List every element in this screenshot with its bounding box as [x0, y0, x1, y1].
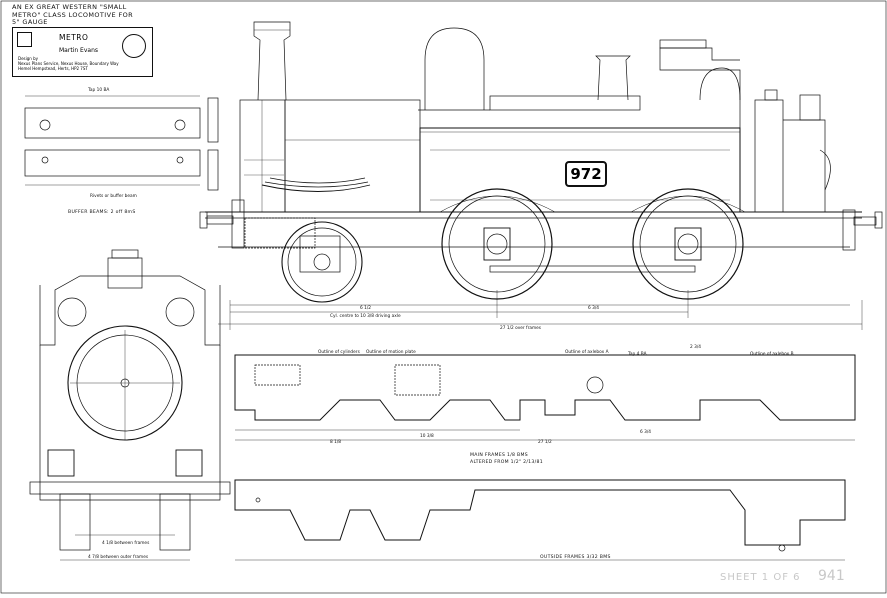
- side-elevation: [199, 21, 883, 330]
- outside-frames-caption: OUTSIDE FRAMES 3/32 BMS: [540, 555, 611, 560]
- altered-note: ALTERED FROM 1/2" 2/13/81: [470, 460, 543, 465]
- cyl-centre-dim: Cyl. centre to 10 3/8 driving axle: [330, 314, 401, 319]
- stamp-circle-icon: [122, 34, 146, 58]
- front-elevation: [29, 249, 231, 561]
- model-name: METRO: [59, 33, 89, 42]
- buffer-beams-caption: BUFFER BEAMS: 2 off 8mS: [68, 210, 136, 215]
- buffer-beam-drawing: [24, 95, 219, 191]
- dim-frame-c: 8 1/8: [330, 440, 342, 445]
- main-frames-drawing: [234, 354, 856, 441]
- publisher-logo-icon: [17, 32, 32, 47]
- outline-motion-plate-label: Outline of motion plate: [366, 350, 416, 355]
- over-frames-dim: 27 1/2 over frames: [500, 326, 542, 331]
- loco-number-plate: 972: [565, 161, 607, 187]
- between-outer-frames-dim: 4 7/8 between outer frames: [88, 555, 149, 560]
- dim-frame-a: 2 3/4: [690, 345, 702, 350]
- designer-name: Martin Evans: [59, 47, 98, 54]
- tap-note-2: Tap 4 BA: [628, 352, 647, 357]
- sheet-label: SHEET 1 OF 6: [720, 572, 801, 583]
- dim-front: 6 1/2: [360, 306, 372, 311]
- outline-axlebox-a-label: Outline of axlebox A: [565, 350, 609, 355]
- outside-frames-drawing: [234, 479, 846, 561]
- sheet-number: 941: [818, 568, 845, 584]
- dim-mid: 10 3/8: [420, 434, 434, 439]
- dim-overall: 27 1/2: [538, 440, 552, 445]
- tap-note: Tap 10 BA: [88, 88, 110, 93]
- dim-frame-b: 6 3/4: [640, 430, 652, 435]
- outline-cylinders-label: Outline of cylinders: [318, 350, 360, 355]
- between-frames-dim: 4 1/8 between frames: [102, 541, 150, 546]
- rivets-note: Rivets or buffer beam: [90, 194, 137, 199]
- dim-rear: 6 3/4: [588, 306, 600, 311]
- outline-axlebox-b-label: Outline of axlebox B: [750, 352, 794, 357]
- main-frames-caption: MAIN FRAMES 1/8 BMS: [470, 453, 528, 458]
